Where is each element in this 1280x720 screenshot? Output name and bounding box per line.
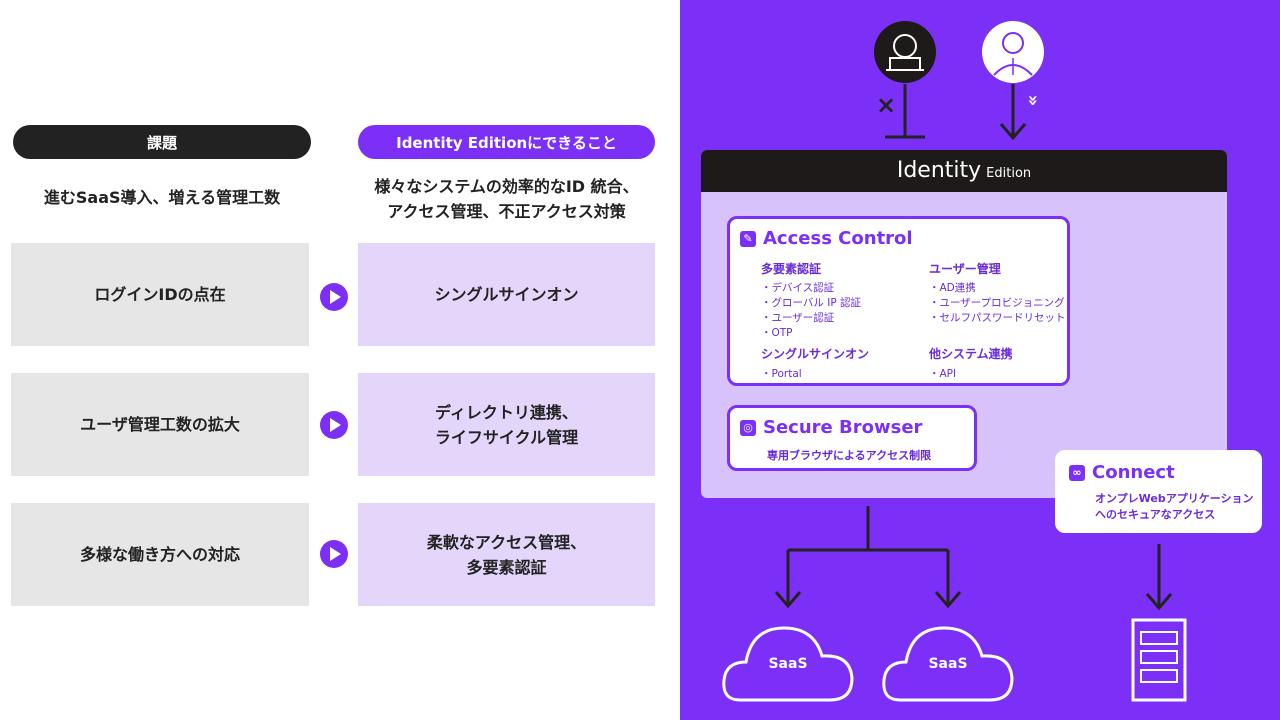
access-control-header: ✎ Access Control	[740, 228, 913, 249]
solution-subtitle-line: 様々なシステムの効率的なID 統合、	[374, 177, 639, 196]
mfa-heading: 多要素認証	[761, 262, 822, 276]
other-systems-item: ・API	[929, 368, 957, 380]
secure-browser-title: Secure Browser	[763, 417, 923, 438]
issue-box: ユーザ管理工数の拡大	[11, 373, 309, 476]
solution-box: シングルサインオン	[358, 243, 655, 346]
connect-card: ∞ Connect オンプレWebアプリケーション へのセキュアなアクセス	[1055, 450, 1262, 533]
other-systems-heading: 他システム連携	[929, 347, 1013, 361]
globe-icon: ◎	[740, 419, 756, 436]
saas-label: SaaS	[768, 656, 808, 672]
mfa-item: ・デバイス認証	[761, 282, 835, 294]
other-systems-group: 他システム連携 ・API	[929, 345, 1013, 382]
identity-edition-header: Identity Edition	[701, 150, 1227, 192]
diagram-lines	[722, 21, 1187, 702]
issue-header: 課題	[13, 125, 311, 159]
server-icon	[1131, 618, 1187, 702]
connect-desc-line: オンプレWebアプリケーション	[1095, 492, 1254, 505]
solution-box: 柔軟なアクセス管理、 多要素認証	[358, 503, 655, 606]
sso-heading: シングルサインオン	[761, 347, 870, 361]
play-arrow-icon	[320, 540, 348, 568]
secure-browser-desc: 専用ブラウザによるアクセス制限	[767, 449, 932, 462]
user-management-item: ・ユーザープロビジョニング	[929, 297, 1065, 309]
secure-browser-card: ◎ Secure Browser 専用ブラウザによるアクセス制限	[727, 405, 977, 471]
solution-text: シングルサインオン	[434, 285, 579, 304]
issue-text: 多様な働き方への対応	[79, 545, 240, 564]
issue-subtitle: 進むSaaS導入、増える管理工数	[43, 188, 281, 207]
secure-browser-header: ◎ Secure Browser	[740, 417, 922, 438]
issue-text: ユーザ管理工数の拡大	[80, 415, 240, 434]
link-icon: ∞	[1069, 464, 1085, 481]
mfa-item: ・グローバル IP 認証	[761, 297, 861, 309]
access-control-title: Access Control	[763, 228, 913, 249]
double-chevron-icon: »	[1022, 94, 1044, 107]
sso-group: シングルサインオン ・Portal	[761, 345, 869, 382]
sso-item: ・Portal	[761, 368, 802, 380]
play-arrow-icon	[320, 283, 348, 311]
solution-text: ライフサイクル管理	[434, 427, 579, 447]
user-icon	[982, 21, 1044, 83]
play-arrow-icon	[320, 411, 348, 439]
connect-desc: オンプレWebアプリケーション へのセキュアなアクセス	[1095, 491, 1254, 523]
solution-box: ディレクトリ連携、 ライフサイクル管理	[358, 373, 655, 476]
user-management-item: ・AD連携	[929, 282, 976, 294]
block-mark-icon: ×	[876, 91, 897, 119]
identity-title: Identity	[896, 158, 982, 183]
issue-box: 多様な働き方への対応	[11, 503, 309, 606]
issue-box: ログインIDの点在	[11, 243, 309, 346]
hacker-icon	[874, 21, 936, 83]
solution-subtitle-line: アクセス管理、不正アクセス対策	[387, 202, 626, 221]
solution-subtitle: 様々なシステムの効率的なID 統合、 アクセス管理、不正アクセス対策	[358, 174, 655, 224]
connect-desc-line: へのセキュアなアクセス	[1095, 508, 1216, 521]
cloud-icon	[722, 626, 854, 702]
user-management-item: ・セルフパスワードリセット	[929, 312, 1066, 324]
connect-title: Connect	[1092, 462, 1175, 483]
access-control-card: ✎ Access Control 多要素認証 ・デバイス認証 ・グローバル IP…	[727, 216, 1070, 386]
issue-text: ログインIDの点在	[94, 285, 226, 304]
solution-header: Identity Editionにできること	[358, 125, 655, 159]
solution-text: 柔軟なアクセス管理、	[426, 532, 587, 552]
saas-label: SaaS	[928, 656, 968, 672]
cloud-icon	[882, 626, 1014, 702]
mfa-item: ・ユーザー認証	[761, 312, 835, 324]
issue-header-label: 課題	[146, 133, 177, 152]
edit-icon: ✎	[740, 230, 756, 247]
mfa-group: 多要素認証 ・デバイス認証 ・グローバル IP 認証 ・ユーザー認証 ・OTP	[761, 260, 861, 341]
user-management-group: ユーザー管理 ・AD連携 ・ユーザープロビジョニング ・セルフパスワードリセット	[929, 260, 1066, 326]
connect-header: ∞ Connect	[1069, 462, 1175, 483]
solution-text: 多要素認証	[466, 557, 547, 577]
mfa-item: ・OTP	[761, 327, 793, 339]
solution-header-label: Identity Editionにできること	[396, 133, 617, 152]
identity-subtitle: Edition	[986, 166, 1032, 181]
solution-text: ディレクトリ連携、	[435, 402, 578, 422]
user-management-heading: ユーザー管理	[929, 262, 1001, 276]
